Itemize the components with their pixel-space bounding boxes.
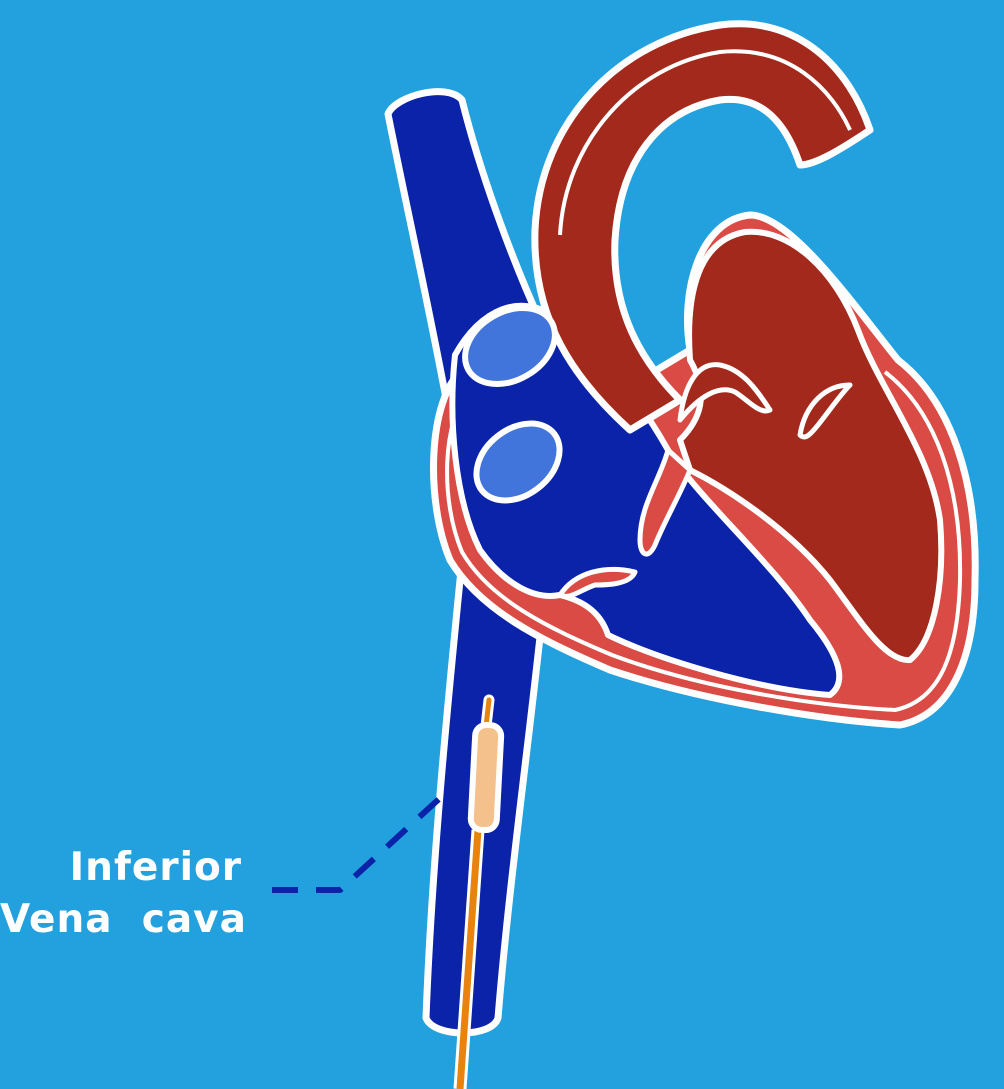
label-vena-cava: Vena cava bbox=[0, 900, 242, 939]
catheter-tip-capsule bbox=[470, 724, 501, 830]
label-leader-line bbox=[272, 798, 440, 890]
label-inferior: Inferior bbox=[0, 848, 242, 887]
